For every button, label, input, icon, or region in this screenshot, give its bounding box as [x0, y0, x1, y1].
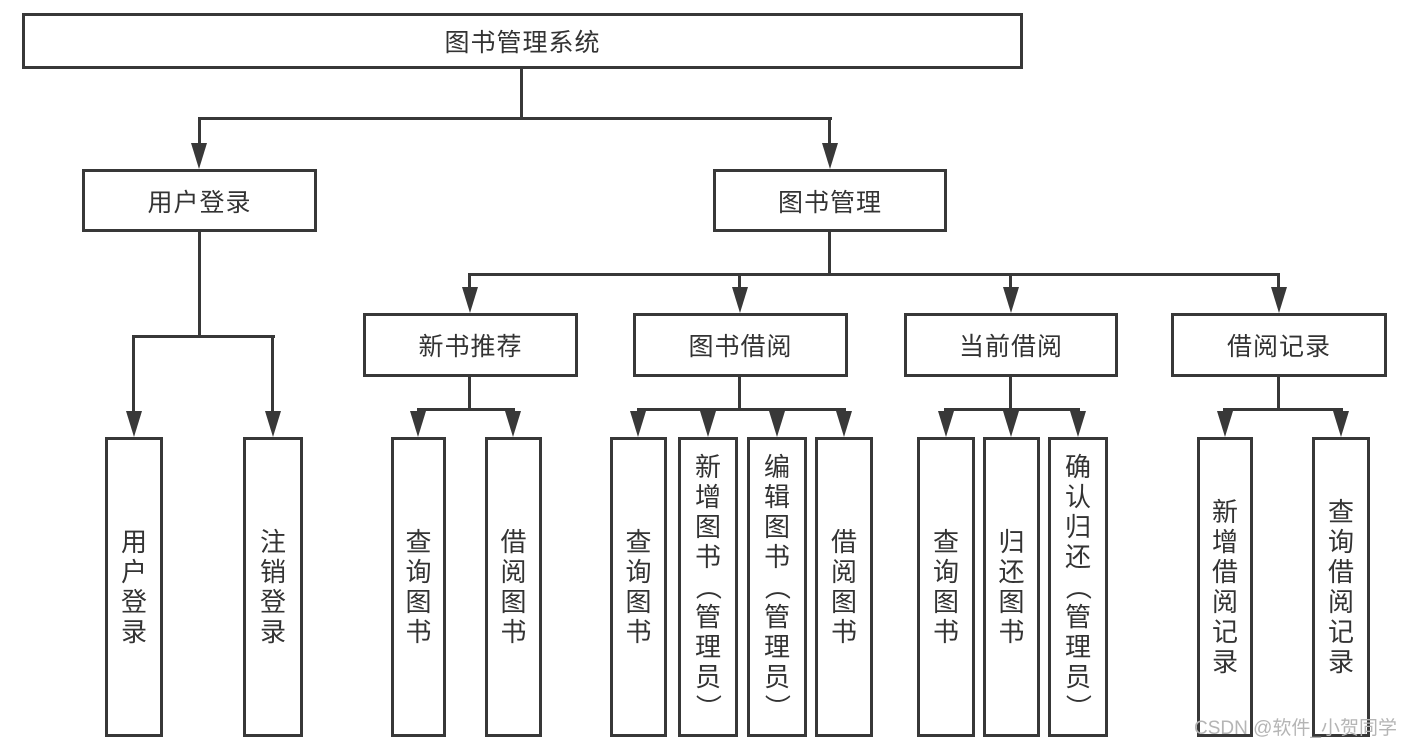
connector-drop-current — [1009, 273, 1012, 287]
arrowhead-books — [822, 143, 838, 169]
leaf-confirm-return-admin: 确认归还（管理员） — [1048, 437, 1108, 737]
connector-drop-borrowing — [738, 273, 741, 287]
connector-level1-hline — [198, 117, 832, 120]
leaf-query-books-current-label: 查询图书 — [932, 527, 959, 647]
connector-g2-stem — [1009, 377, 1012, 408]
node-user-login: 用户登录 — [82, 169, 317, 232]
csdn-watermark: CSDN @软件_小贺同学 — [1194, 718, 1397, 739]
node-current-borrowing: 当前借阅 — [904, 313, 1118, 377]
connector-drop-recommend — [468, 273, 471, 287]
connector-g1-hline — [637, 408, 846, 411]
connector-user-stem — [198, 232, 201, 335]
arrowhead-g2-child-3 — [1070, 411, 1086, 437]
arrowhead-borrowing — [732, 287, 748, 313]
arrowhead-recommend — [462, 287, 478, 313]
leaf-query-books-recommend-label: 查询图书 — [405, 527, 432, 647]
leaf-borrow-books-recommend-label: 借阅图书 — [500, 527, 527, 647]
leaf-user-login: 用户登录 — [105, 437, 163, 737]
leaf-edit-book-admin: 编辑图书（管理员） — [747, 437, 807, 737]
connector-drop-books — [828, 117, 831, 143]
leaf-query-books-current: 查询图书 — [917, 437, 975, 737]
leaf-return-books-label: 归还图书 — [998, 527, 1025, 647]
arrowhead-g2-child-1 — [938, 411, 954, 437]
arrowhead-g1-child-3 — [769, 411, 785, 437]
leaf-query-books-recommend: 查询图书 — [391, 437, 446, 737]
leaf-borrow-books-recommend: 借阅图书 — [485, 437, 542, 737]
arrowhead-current — [1003, 287, 1019, 313]
connector-user-drop-2 — [271, 335, 274, 411]
node-new-book-recommendation-label: 新书推荐 — [418, 333, 523, 361]
arrowhead-user — [191, 143, 207, 169]
connector-user-hline — [132, 335, 275, 338]
node-current-borrowing-label: 当前借阅 — [958, 333, 1063, 361]
leaf-query-borrow-record-label: 查询借阅记录 — [1327, 497, 1354, 677]
arrowhead-g0-child-2 — [505, 411, 521, 437]
node-borrowing-records: 借阅记录 — [1171, 313, 1387, 377]
node-new-book-recommendation: 新书推荐 — [363, 313, 578, 377]
connector-g2-hline — [944, 408, 1080, 411]
connector-g3-hline — [1223, 408, 1343, 411]
arrowhead-g1-child-2 — [700, 411, 716, 437]
leaf-confirm-return-admin-label: 确认归还（管理员） — [1063, 452, 1093, 720]
node-book-management: 图书管理 — [713, 169, 947, 232]
connector-g3-stem — [1277, 377, 1280, 408]
leaf-edit-book-admin-label: 编辑图书（管理员） — [762, 452, 792, 720]
connector-books-stem — [828, 232, 831, 273]
connector-user-drop-1 — [132, 335, 135, 411]
arrowhead-records — [1271, 287, 1287, 313]
leaf-logout-label: 注销登录 — [259, 527, 286, 647]
node-book-borrowing: 图书借阅 — [633, 313, 848, 377]
leaf-borrow-books-borrowing-label: 借阅图书 — [830, 527, 857, 647]
leaf-user-login-label: 用户登录 — [120, 527, 147, 647]
connector-g0-hline — [417, 408, 515, 411]
connector-drop-records — [1277, 273, 1280, 287]
arrowhead-g0-child-1 — [410, 411, 426, 437]
node-book-borrowing-label: 图书借阅 — [688, 333, 793, 361]
leaf-borrow-books-borrowing: 借阅图书 — [815, 437, 873, 737]
leaf-add-book-admin: 新增图书（管理员） — [678, 437, 738, 737]
node-root: 图书管理系统 — [22, 13, 1023, 69]
arrowhead-g2-child-2 — [1003, 411, 1019, 437]
leaf-query-borrow-record: 查询借阅记录 — [1312, 437, 1370, 737]
leaf-query-books-borrowing: 查询图书 — [610, 437, 667, 737]
connector-root-stem — [520, 69, 523, 117]
arrowhead-g3-child-1 — [1217, 411, 1233, 437]
arrowhead-g1-child-4 — [836, 411, 852, 437]
leaf-add-borrow-record: 新增借阅记录 — [1197, 437, 1253, 737]
connector-g0-stem — [468, 377, 471, 408]
leaf-return-books: 归还图书 — [983, 437, 1040, 737]
arrowhead-user-child-1 — [126, 411, 142, 437]
node-user-login-label: 用户登录 — [147, 188, 252, 217]
arrowhead-user-child-2 — [265, 411, 281, 437]
connector-drop-user — [198, 117, 201, 143]
leaf-add-borrow-record-label: 新增借阅记录 — [1211, 497, 1238, 677]
node-book-management-label: 图书管理 — [777, 188, 882, 217]
connector-g1-stem — [738, 377, 741, 408]
arrowhead-g1-child-1 — [630, 411, 646, 437]
node-borrowing-records-label: 借阅记录 — [1226, 333, 1331, 361]
leaf-add-book-admin-label: 新增图书（管理员） — [693, 452, 723, 720]
arrowhead-g3-child-2 — [1333, 411, 1349, 437]
connector-level2-hline — [468, 273, 1280, 276]
leaf-logout: 注销登录 — [243, 437, 303, 737]
node-root-label: 图书管理系统 — [444, 29, 601, 57]
leaf-query-books-borrowing-label: 查询图书 — [625, 527, 652, 647]
